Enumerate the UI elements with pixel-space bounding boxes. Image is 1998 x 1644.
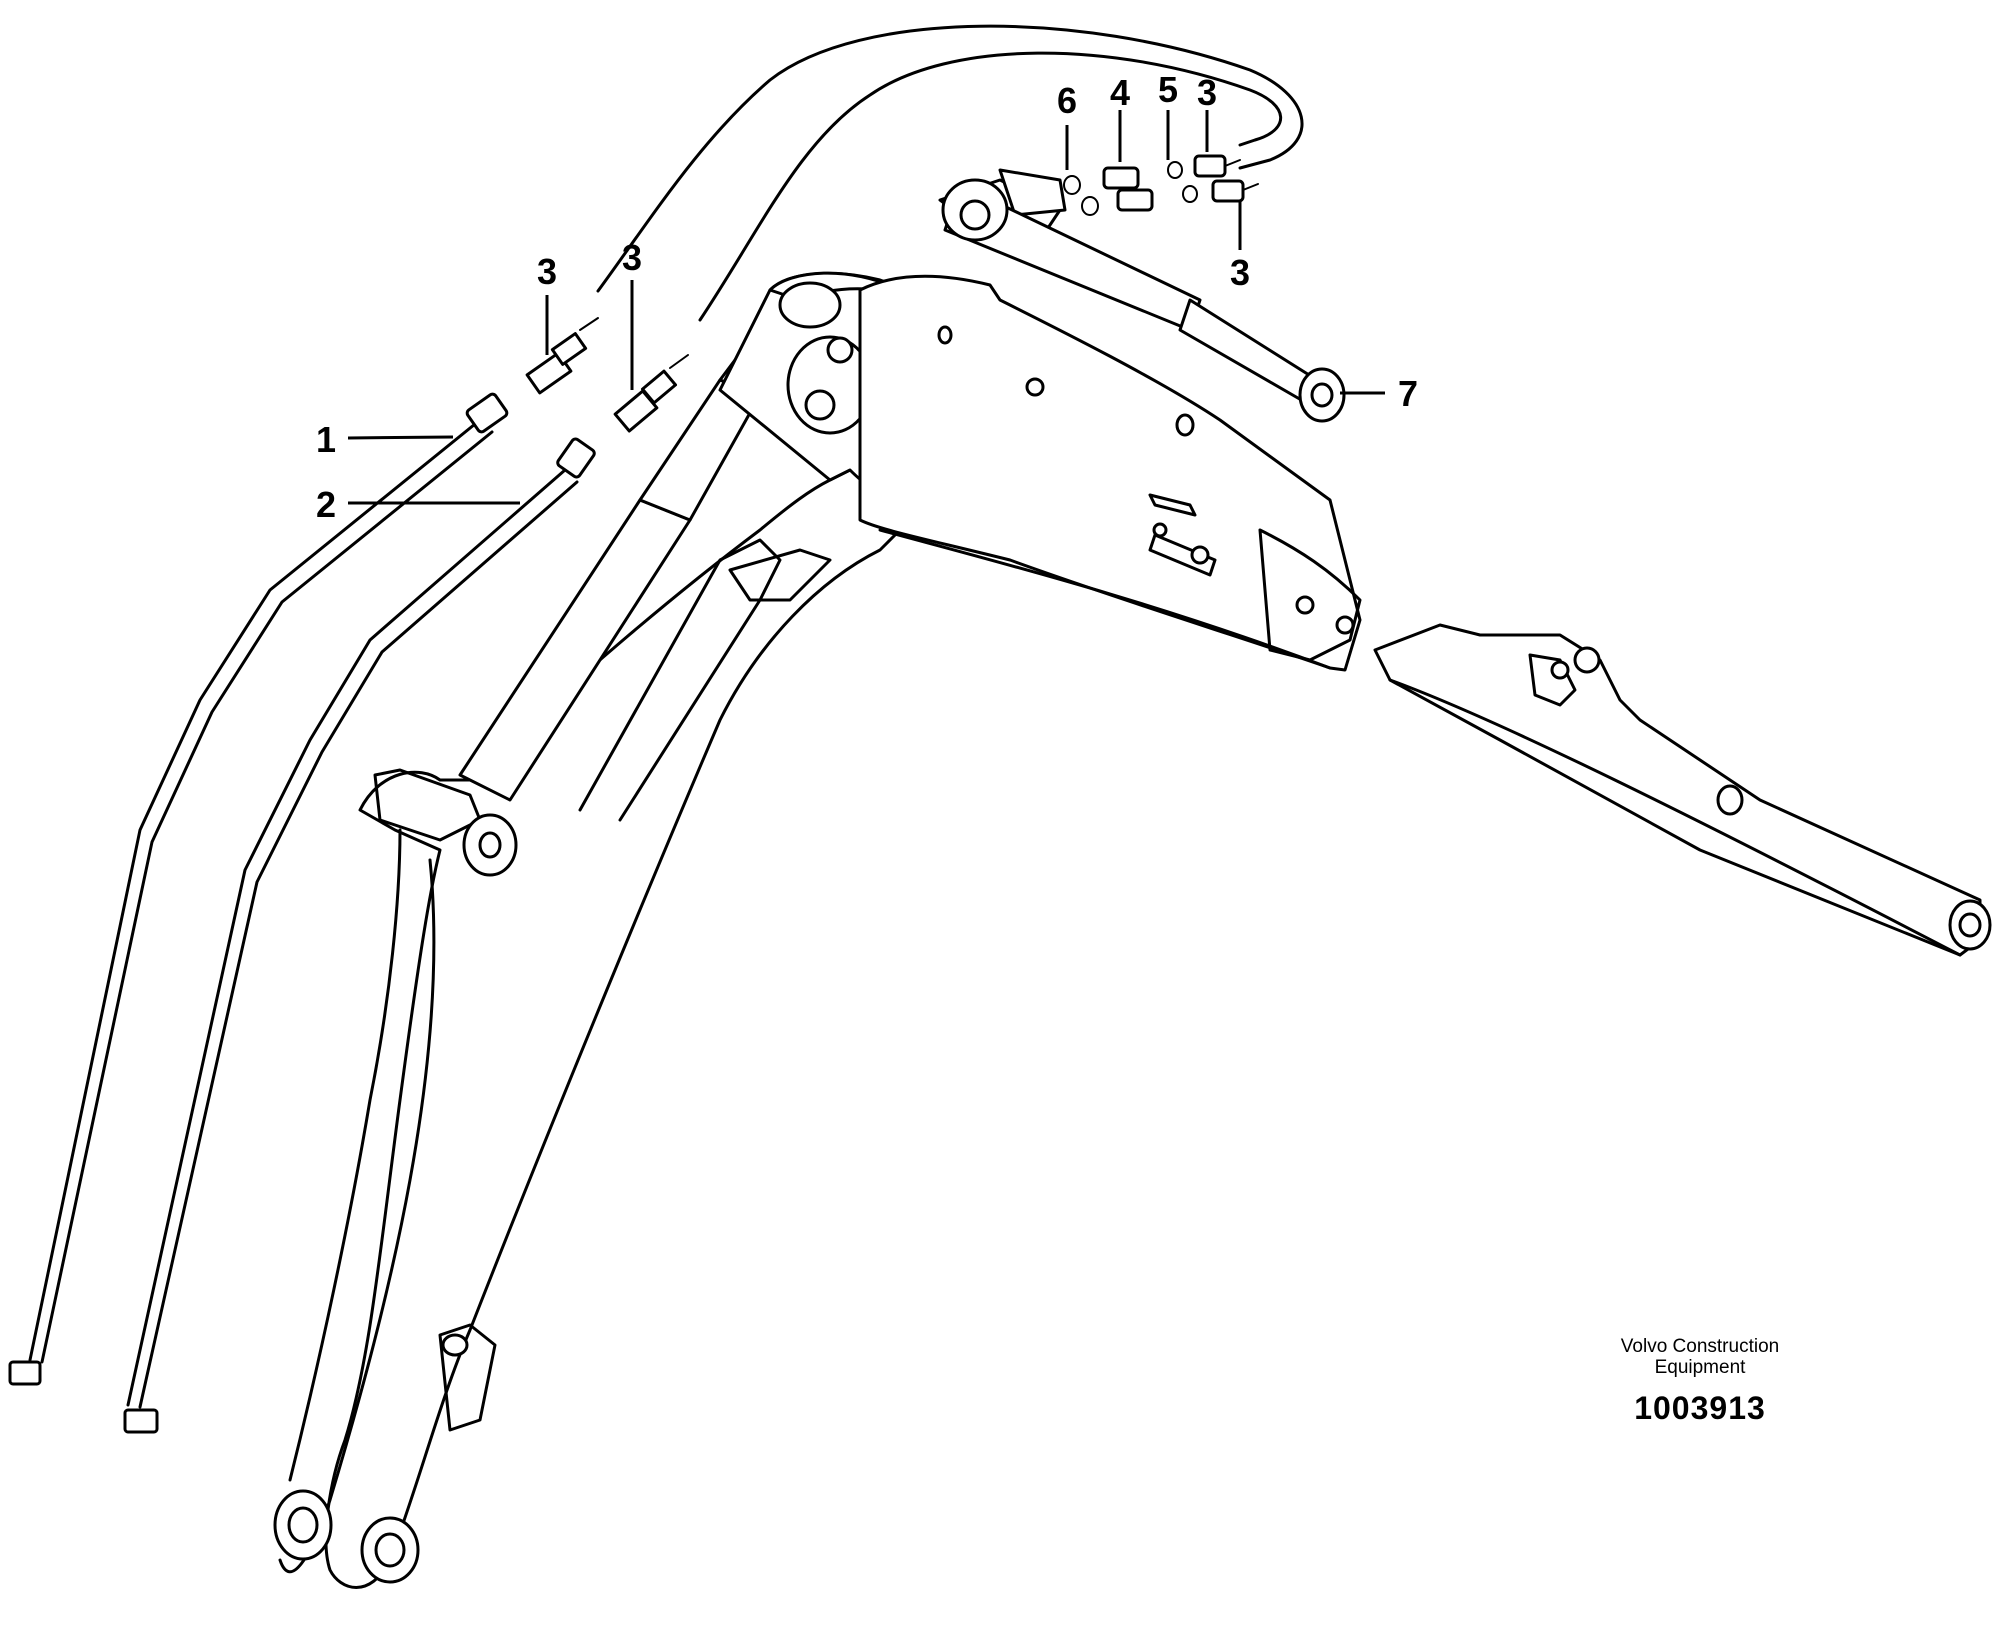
cylinder-fittings [1063,154,1259,216]
callout-3-top: 3 [1197,72,1217,113]
leader-lines [347,110,1385,505]
callout-5: 5 [1158,69,1178,110]
callout-6: 6 [1057,80,1077,121]
drawing-footer: Volvo Construction Equipment 1003913 [1500,1336,1900,1427]
boom [273,468,907,1589]
callout-3-middle: 3 [622,237,642,278]
arm-cylinder [938,168,1346,423]
callout-1: 1 [316,419,336,460]
callout-7: 7 [1398,373,1418,414]
drawing-number: 1003913 [1634,1390,1766,1426]
callout-3-left: 3 [537,251,557,292]
arm [858,274,1362,672]
company-name-line2: Equipment [1654,1357,1746,1378]
hydraulic-hose [596,24,1304,322]
fitting-3-left [525,317,599,395]
dipper-arm-extension [1373,623,1992,957]
hydraulic-pipe-1 [8,392,509,1386]
company-name-line1: Volvo Construction [1620,1336,1780,1357]
callout-2: 2 [316,484,336,525]
fitting-3-middle [613,354,689,433]
callout-4: 4 [1110,72,1130,113]
callout-3-lower: 3 [1230,252,1250,293]
hydraulic-pipe-2 [123,437,596,1434]
